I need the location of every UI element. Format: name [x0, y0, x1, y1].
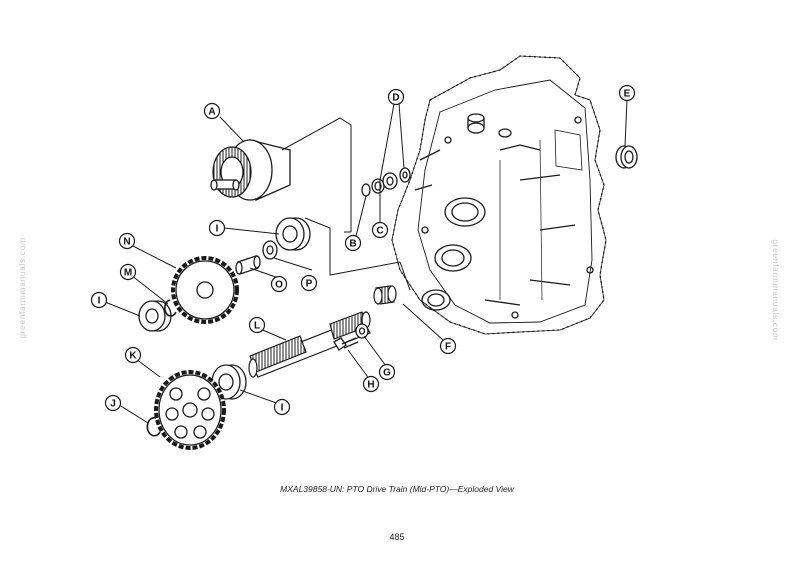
- callout-p: P: [300, 274, 318, 292]
- callout-i-upper: I: [208, 219, 226, 237]
- callout-n: N: [118, 232, 136, 250]
- part-f-needle-bearing: [373, 285, 397, 305]
- callout-i-left: I: [90, 291, 108, 309]
- part-i-bearing-upper: [275, 217, 311, 251]
- part-g-washer: [355, 323, 369, 339]
- svg-text:F: F: [445, 342, 451, 353]
- callout-j: J: [104, 394, 122, 412]
- svg-text:E: E: [624, 89, 631, 100]
- page-number: 485: [389, 532, 405, 542]
- svg-text:I: I: [216, 224, 219, 235]
- svg-text:P: P: [306, 279, 313, 290]
- part-j-snap-ring: [146, 416, 161, 437]
- svg-text:M: M: [124, 268, 132, 279]
- callout-b: B: [344, 234, 362, 252]
- callout-a: A: [203, 102, 221, 120]
- callout-e: E: [618, 84, 636, 102]
- part-n-gear: [171, 256, 239, 324]
- callout-g: G: [378, 363, 396, 381]
- callout-d: D: [387, 88, 405, 106]
- svg-text:O: O: [275, 280, 283, 291]
- callout-f: F: [439, 337, 457, 355]
- svg-text:L: L: [254, 321, 260, 332]
- svg-text:K: K: [129, 351, 137, 362]
- part-m-snap-ring: [164, 299, 177, 317]
- callout-c: C: [371, 221, 389, 239]
- svg-text:C: C: [376, 226, 383, 237]
- part-l-splined-shaft: [248, 311, 371, 378]
- svg-text:N: N: [123, 237, 130, 248]
- svg-text:A: A: [208, 107, 215, 118]
- svg-text:I: I: [281, 403, 284, 414]
- part-i-bearing-left: [138, 300, 172, 332]
- watermark-right: greenfarmmanuals.com: [771, 239, 781, 341]
- callout-h: H: [362, 375, 380, 393]
- part-a-gear-assembly: [210, 139, 291, 201]
- callout-i-lower: I: [273, 398, 291, 416]
- callout-k: K: [124, 346, 142, 364]
- svg-text:D: D: [392, 93, 399, 104]
- transmission-housing: [391, 55, 607, 335]
- watermark-left: greenfarmmanuals.com: [17, 237, 27, 339]
- callout-l: L: [248, 316, 266, 334]
- part-h-bolt: [333, 337, 359, 351]
- part-c-seal-ring: [371, 178, 385, 194]
- callout-m: M: [119, 263, 137, 281]
- part-e-oil-seal: [615, 145, 638, 169]
- svg-text:H: H: [367, 380, 374, 391]
- svg-text:I: I: [98, 296, 101, 307]
- figure-caption: MXAL39858-UN: PTO Drive Train (Mid-PTO)—…: [280, 484, 514, 494]
- part-p-washer: [262, 240, 278, 260]
- svg-text:B: B: [349, 239, 356, 250]
- svg-text:G: G: [383, 368, 391, 379]
- part-k-gear: [154, 370, 226, 450]
- part-b-snap-ring: [361, 183, 371, 197]
- part-o-pin: [235, 255, 261, 275]
- svg-text:J: J: [110, 399, 116, 410]
- callout-o: O: [270, 275, 288, 293]
- part-d-bushing-pair: [382, 167, 411, 190]
